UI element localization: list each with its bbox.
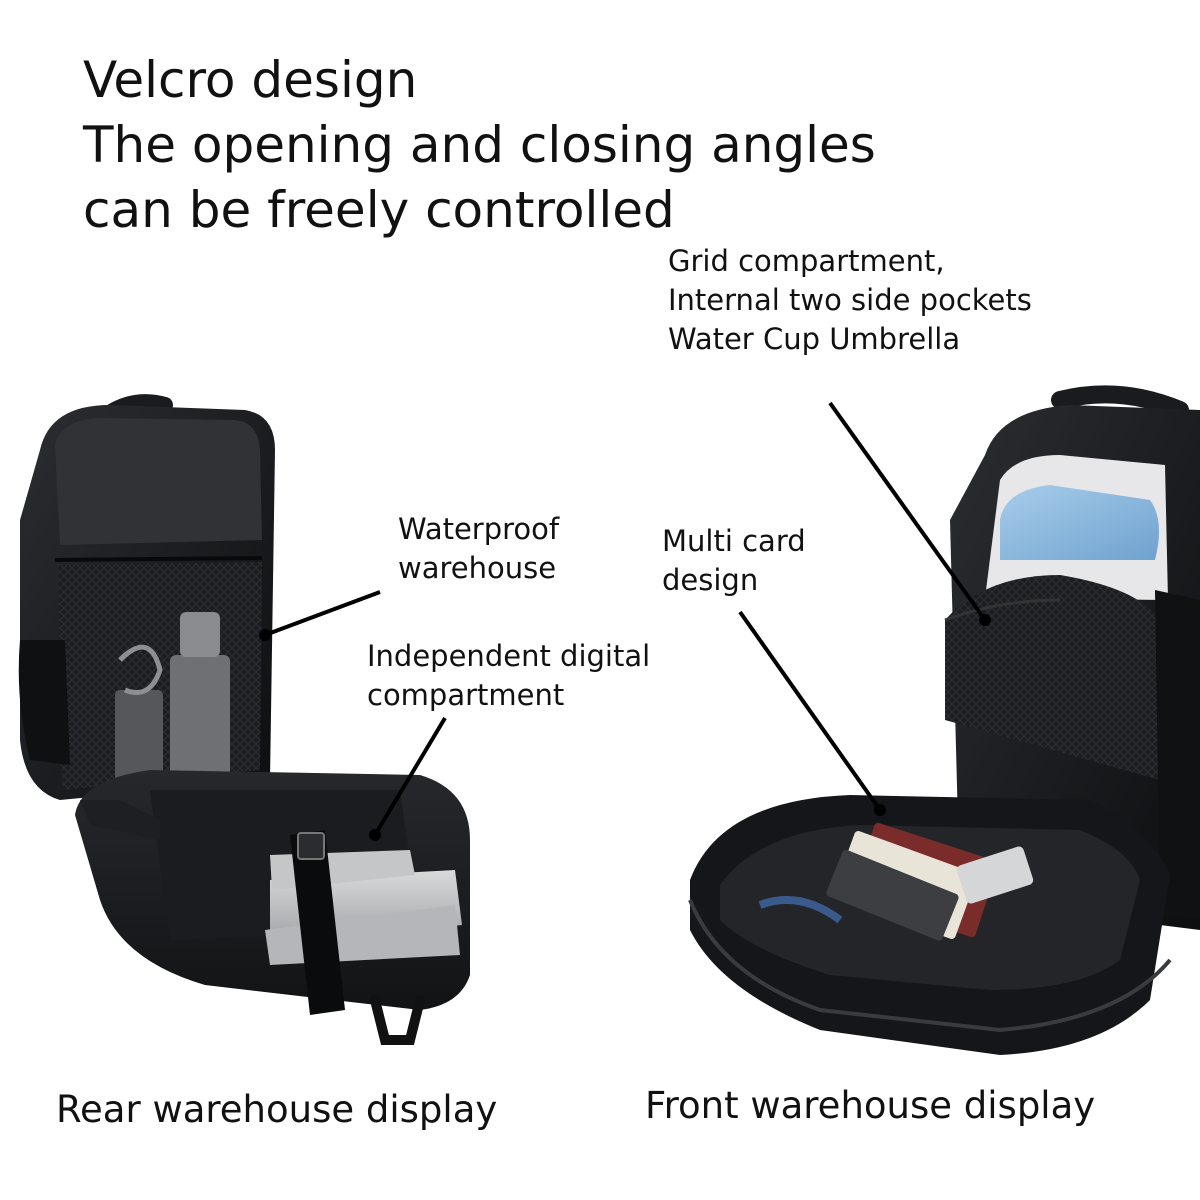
multi-card-label-line-1: Multi card <box>662 524 806 558</box>
grid-callout-dot <box>979 614 991 626</box>
waterproof-label-line-2: warehouse <box>398 551 557 585</box>
heading-line-2: The opening and closing angles <box>83 116 876 174</box>
rear-caption: Rear warehouse display <box>56 1088 498 1131</box>
waterproof-callout-line <box>264 590 381 637</box>
waterproof-label-line-1: Waterproof <box>398 512 560 546</box>
front-caption: Front warehouse display <box>645 1084 1096 1127</box>
multi-card-label-line-2: design <box>662 563 759 597</box>
front-backpack <box>688 385 1200 1055</box>
grid-callout-line <box>828 401 987 622</box>
grid-label-line-3: Water Cup Umbrella <box>668 322 961 356</box>
heading-line-3: can be freely controlled <box>83 181 675 239</box>
waterproof-callout-dot <box>259 629 271 641</box>
digital-label-line-1: Independent digital <box>367 639 651 673</box>
multi-card-callout-line <box>738 610 882 812</box>
grid-label-line-1: Grid compartment, <box>668 244 945 278</box>
grid-label-line-2: Internal two side pockets <box>668 283 1032 317</box>
rear-backpack <box>18 394 470 1045</box>
digital-label-line-2: compartment <box>367 678 565 712</box>
digital-callout-line <box>373 716 447 837</box>
multi-card-callout-dot <box>874 804 886 816</box>
digital-callout-dot <box>369 829 381 841</box>
heading-line-1: Velcro design <box>83 51 418 109</box>
